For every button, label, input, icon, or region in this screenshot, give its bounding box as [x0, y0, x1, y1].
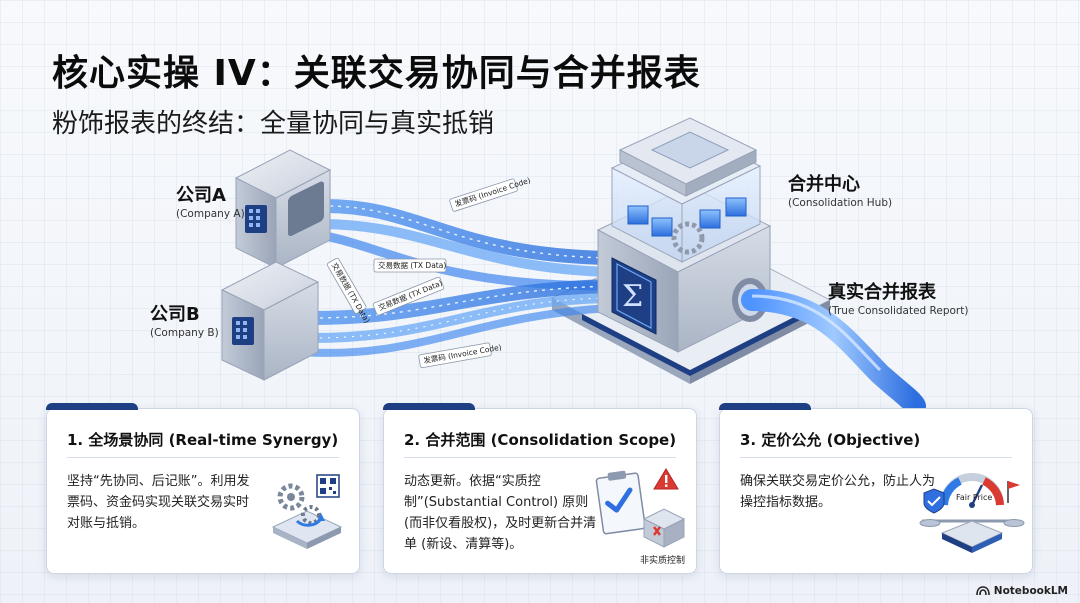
card-body: 坚持“先协同、后记账”。利用发票码、资金码实现关联交易实时对账与抵销。: [67, 474, 250, 531]
report-label: 真实合并报表 (True Consolidated Report): [828, 278, 968, 317]
tag-invoice-code-bottom: 发票码 (Invoice Code): [423, 342, 503, 366]
page-title: 核心实操 IV：关联交易协同与合并报表: [52, 53, 701, 94]
notebooklm-logo-icon: [975, 586, 990, 596]
card-accent-tab: [46, 403, 138, 410]
card-body: 动态更新。依据“实质控制”(Substantial Control) 原则 (而…: [404, 474, 597, 552]
card-objective-pricing: 3. 定价公允 (Objective) 确保关联交易定价公允，防止人为操控指标数…: [719, 403, 1033, 574]
tag-tx-data-a-2: 交易数据 (TX Data): [378, 260, 446, 270]
hub-tower: [596, 117, 772, 353]
gears-qr-icon: [271, 474, 343, 549]
card-title: 2. 合并范围 (Consolidation Scope): [404, 431, 677, 449]
hub-label: 合并中心 (Consolidation Hub): [788, 170, 892, 209]
fair-price-caption: Fair Price: [956, 493, 993, 502]
card-divider: [404, 457, 676, 458]
card-body: 确保关联交易定价公允，防止人为操控指标数据。: [740, 474, 936, 510]
company-b-building: [220, 261, 320, 381]
card-title: 3. 定价公允 (Objective): [740, 431, 921, 449]
report-en: (True Consolidated Report): [828, 305, 969, 317]
company-a-name: 公司A: [176, 185, 226, 206]
checklist-alert-icon: [595, 468, 686, 548]
company-a-en: (Company A): [176, 208, 245, 220]
report-pipe: [741, 289, 926, 417]
report-name: 真实合并报表: [828, 282, 936, 303]
hub-en: (Consolidation Hub): [788, 197, 893, 209]
non-control-caption: 非实质控制: [640, 556, 686, 566]
footer-brand-text: NotebookLM: [993, 585, 1068, 597]
hub-name: 合并中心: [788, 174, 860, 195]
card-divider: [740, 457, 1012, 458]
data-streams: [299, 198, 611, 357]
company-b-label: 公司B (Company B): [150, 300, 219, 339]
fair-price-scale-icon: [919, 473, 1025, 553]
hub-sigma-symbol: Σ: [622, 279, 643, 314]
card-title: 1. 全场景协同 (Real-time Synergy): [67, 431, 339, 449]
card-accent-tab: [719, 403, 811, 410]
card-consolidation-scope: 2. 合并范围 (Consolidation Scope) 动态更新。依据“实质…: [383, 403, 697, 574]
company-b-en: (Company B): [150, 327, 219, 339]
tag-invoice-code-top: 发票码 (Invoice Code): [453, 175, 531, 209]
company-b-name: 公司B: [150, 304, 200, 325]
card-real-time-synergy: 1. 全场景协同 (Real-time Synergy) 坚持“先协同、后记账”…: [46, 403, 360, 574]
page-subtitle: 粉饰报表的终结：全量协同与真实抵销: [52, 109, 495, 139]
card-divider: [67, 457, 339, 458]
company-a-label: 公司A (Company A): [176, 181, 245, 220]
company-a-building: [234, 149, 332, 269]
footer-brand: NotebookLM: [975, 585, 1068, 597]
card-accent-tab: [383, 403, 475, 410]
